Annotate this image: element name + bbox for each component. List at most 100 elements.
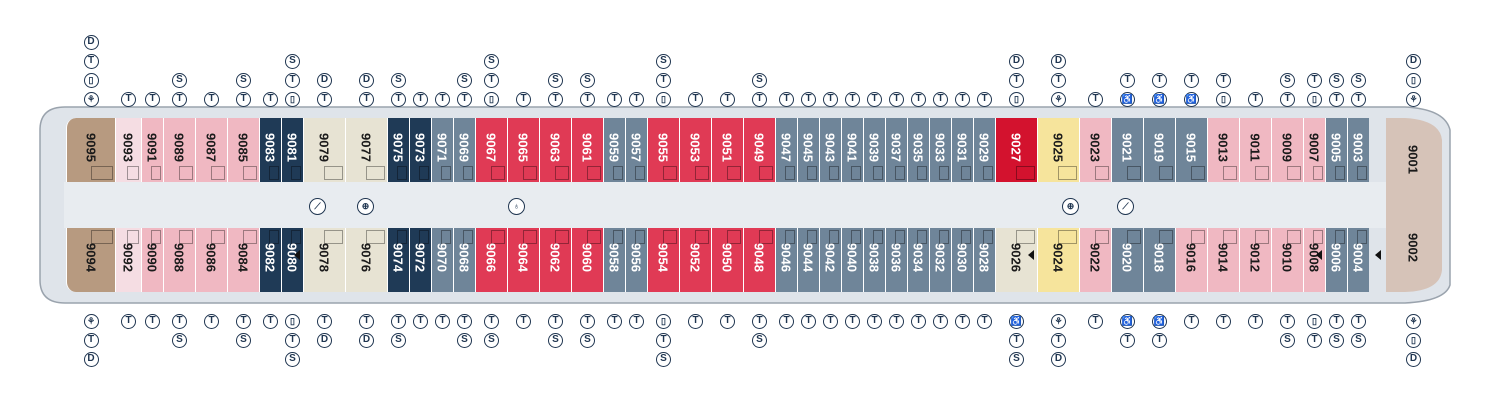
cabin-9009[interactable] [1271, 118, 1303, 182]
cabin-9051[interactable] [711, 118, 743, 182]
cabin-9038[interactable] [863, 228, 885, 292]
cabin-9082[interactable] [259, 228, 281, 292]
cabin-9090[interactable] [141, 228, 163, 292]
cabin-9062[interactable] [539, 228, 571, 292]
cabin-9003[interactable] [1347, 118, 1369, 182]
cabin-bathroom [151, 166, 161, 180]
cabin-9008[interactable] [1303, 228, 1325, 292]
cabin-9075[interactable] [387, 118, 409, 182]
cabin-9055[interactable] [647, 118, 679, 182]
cabin-9091[interactable] [141, 118, 163, 182]
cabin-9014[interactable] [1207, 228, 1239, 292]
cabin-number: 9046 [778, 243, 794, 272]
cabin-9076[interactable] [345, 228, 387, 292]
cabin-9070[interactable] [431, 228, 453, 292]
cabin-9025[interactable] [1037, 118, 1079, 182]
cabin-9081[interactable] [281, 118, 303, 182]
cabin-9080[interactable] [281, 228, 303, 292]
cabin-9033[interactable] [929, 118, 951, 182]
cabin-9024[interactable] [1037, 228, 1079, 292]
elevator-icon[interactable]: ⊕ [357, 198, 374, 215]
cabin-9041[interactable] [841, 118, 863, 182]
cabin-9015[interactable] [1175, 118, 1207, 182]
cabin-9057[interactable] [625, 118, 647, 182]
cabin-9013[interactable] [1207, 118, 1239, 182]
cabin-9071[interactable] [431, 118, 453, 182]
cabin-9072[interactable] [409, 228, 431, 292]
cabin-9054[interactable] [647, 228, 679, 292]
cabin-9049[interactable] [743, 118, 775, 182]
cabin-9045[interactable] [797, 118, 819, 182]
cabin-9039[interactable] [863, 118, 885, 182]
cabin-9004[interactable] [1347, 228, 1369, 292]
cabin-9069[interactable] [453, 118, 475, 182]
cabin-9036[interactable] [885, 228, 907, 292]
cabin-9060[interactable] [571, 228, 603, 292]
cabin-9032[interactable] [929, 228, 951, 292]
cabin-9085[interactable] [227, 118, 259, 182]
cabin-9063[interactable] [539, 118, 571, 182]
cabin-9065[interactable] [507, 118, 539, 182]
cabin-9046[interactable] [775, 228, 797, 292]
cabin-9067[interactable] [475, 118, 507, 182]
cabin-9092[interactable] [115, 228, 141, 292]
cabin-9089[interactable] [163, 118, 195, 182]
cabin-9023[interactable] [1079, 118, 1111, 182]
cabin-9094[interactable] [66, 228, 115, 292]
elevator-icon[interactable]: ⊕ [1062, 198, 1079, 215]
cabin-9016[interactable] [1175, 228, 1207, 292]
cabin-9073[interactable] [409, 118, 431, 182]
cabin-9012[interactable] [1239, 228, 1271, 292]
cabin-9027[interactable] [995, 118, 1037, 182]
cabin-9056[interactable] [625, 228, 647, 292]
cabin-9088[interactable] [163, 228, 195, 292]
cabin-9006[interactable] [1325, 228, 1347, 292]
cabin-9037[interactable] [885, 118, 907, 182]
cabin-9083[interactable] [259, 118, 281, 182]
cabin-9018[interactable] [1143, 228, 1175, 292]
cabin-9078[interactable] [303, 228, 345, 292]
cabin-9074[interactable] [387, 228, 409, 292]
cabin-9034[interactable] [907, 228, 929, 292]
cabin-9042[interactable] [819, 228, 841, 292]
cabin-9030[interactable] [951, 228, 973, 292]
cabin-9048[interactable] [743, 228, 775, 292]
cabin-9064[interactable] [507, 228, 539, 292]
cabin-9086[interactable] [195, 228, 227, 292]
cabin-9021[interactable] [1111, 118, 1143, 182]
cabin-9044[interactable] [797, 228, 819, 292]
cabin-9007[interactable] [1303, 118, 1325, 182]
cabin-9028[interactable] [973, 228, 995, 292]
cabin-9077[interactable] [345, 118, 387, 182]
cabin-9087[interactable] [195, 118, 227, 182]
cabin-9084[interactable] [227, 228, 259, 292]
cabin-9058[interactable] [603, 228, 625, 292]
cabin-9066[interactable] [475, 228, 507, 292]
cabin-9061[interactable] [571, 118, 603, 182]
cabin-9068[interactable] [453, 228, 475, 292]
cabin-9031[interactable] [951, 118, 973, 182]
cabin-9005[interactable] [1325, 118, 1347, 182]
ice-machine-icon[interactable]: ♁ [508, 198, 525, 215]
cabin-9029[interactable] [973, 118, 995, 182]
cabin-9035[interactable] [907, 118, 929, 182]
cabin-9019[interactable] [1143, 118, 1175, 182]
cabin-9011[interactable] [1239, 118, 1271, 182]
cabin-9053[interactable] [679, 118, 711, 182]
cabin-9026[interactable] [995, 228, 1037, 292]
cabin-9052[interactable] [679, 228, 711, 292]
cabin-9047[interactable] [775, 118, 797, 182]
cabin-9059[interactable] [603, 118, 625, 182]
cabin-9079[interactable] [303, 118, 345, 182]
cabin-9022[interactable] [1079, 228, 1111, 292]
stairs-icon[interactable]: ⟋ [1117, 198, 1134, 215]
cabin-9020[interactable] [1111, 228, 1143, 292]
cabin-9095[interactable] [66, 118, 115, 182]
cabin-number: 9061 [579, 133, 595, 162]
stairs-icon[interactable]: ⟋ [309, 198, 326, 215]
cabin-9093[interactable] [115, 118, 141, 182]
cabin-9050[interactable] [711, 228, 743, 292]
cabin-9010[interactable] [1271, 228, 1303, 292]
cabin-9043[interactable] [819, 118, 841, 182]
cabin-9040[interactable] [841, 228, 863, 292]
